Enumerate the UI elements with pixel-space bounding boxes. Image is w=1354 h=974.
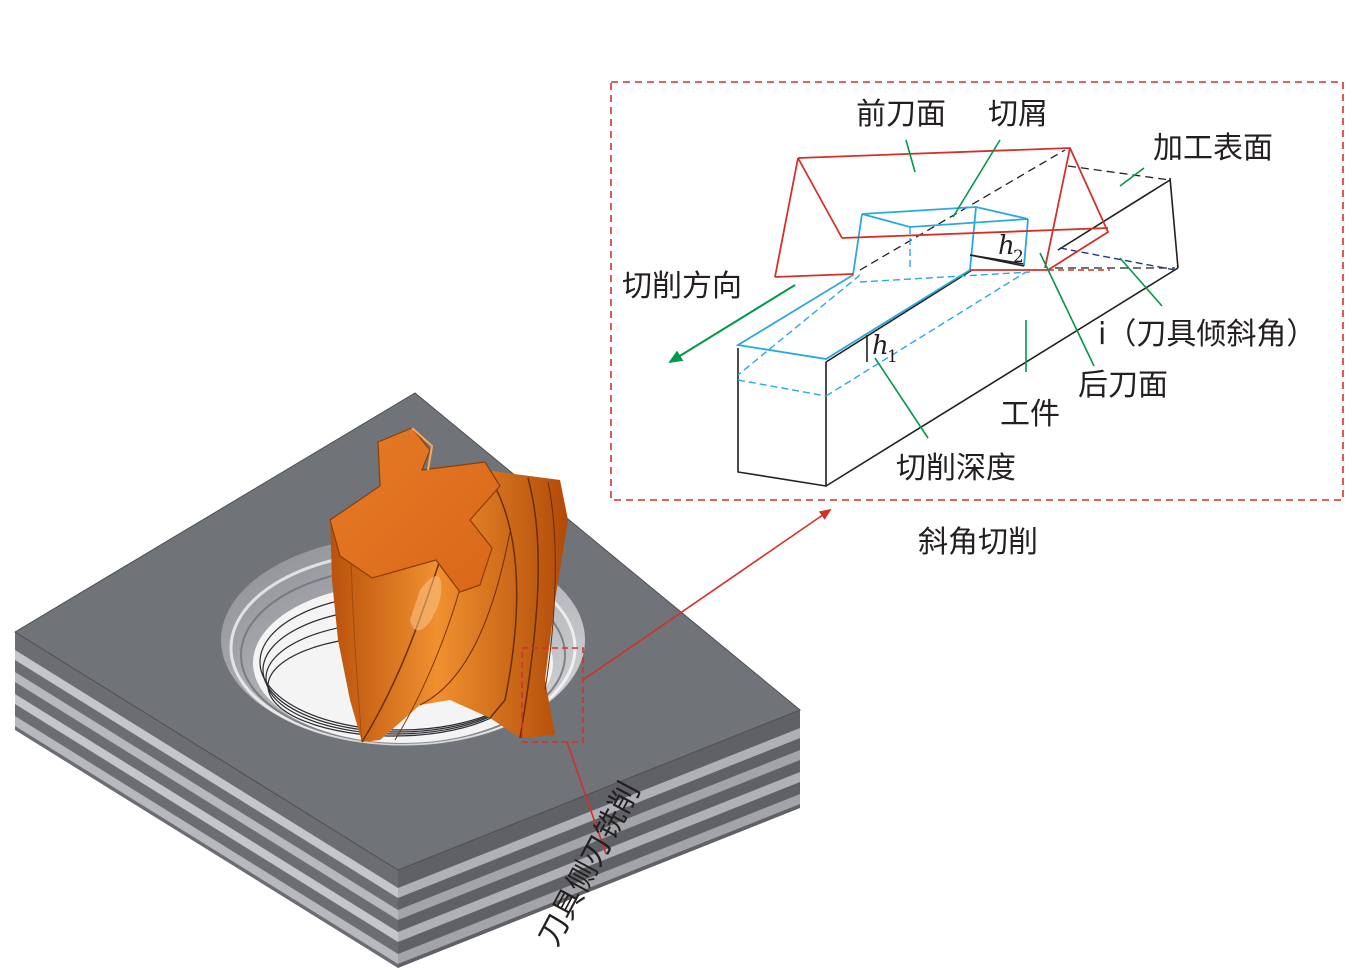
label-cut-direction: 切削方向 (622, 269, 742, 304)
chip-hidden-lines (737, 227, 1031, 397)
svg-text:1: 1 (887, 347, 898, 367)
label-machined-surface: 加工表面 (1153, 131, 1273, 166)
label-oblique-cutting: 斜角切削 (918, 525, 1038, 560)
inclination-hidden-line (1059, 247, 1176, 271)
detail-arrow (582, 508, 832, 681)
label-h1: h 1 (872, 331, 898, 367)
side-edge-leader (566, 741, 607, 855)
label-back-face: 后刀面 (1078, 368, 1168, 403)
label-front-face: 前刀面 (856, 97, 946, 132)
svg-text:h: h (872, 331, 889, 361)
label-chip: 切屑 (988, 97, 1048, 132)
label-cut-depth: 切削深度 (896, 451, 1016, 486)
inset-border (610, 81, 1344, 501)
workpiece-hidden-lines (859, 149, 1175, 271)
end-mill-cutter (329, 427, 568, 743)
label-workpiece: 工件 (1000, 397, 1060, 432)
svg-text:2: 2 (1013, 247, 1024, 267)
leader-lines (874, 139, 1163, 439)
cut-direction-arrow (668, 284, 796, 364)
h2-marker (969, 254, 1025, 267)
label-h2: h 2 (998, 231, 1024, 267)
label-inclination-angle: i（刀具倾斜角） (1098, 317, 1316, 352)
chip-outline (735, 206, 1029, 360)
tool-outline (774, 147, 1110, 278)
detail-box (521, 647, 584, 743)
svg-text:h: h (998, 231, 1015, 261)
